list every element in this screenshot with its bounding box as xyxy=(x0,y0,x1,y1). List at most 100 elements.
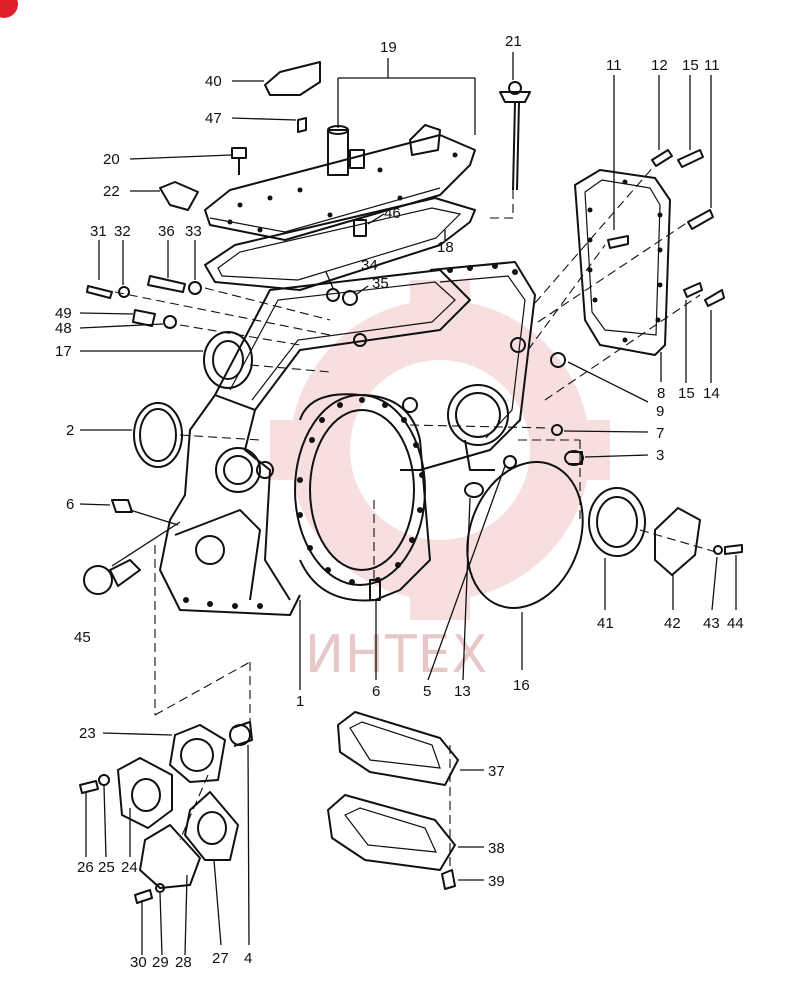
label-22: 22 xyxy=(103,183,120,200)
breather-47 xyxy=(297,117,307,133)
label-14: 14 xyxy=(703,385,720,402)
label-38: 38 xyxy=(488,840,505,857)
label-11-a: 11 xyxy=(606,57,622,74)
shaft-45 xyxy=(83,559,141,595)
label-15-a: 15 xyxy=(682,57,699,74)
bolt-11-right xyxy=(687,209,714,230)
label-8: 8 xyxy=(657,385,665,402)
label-47: 47 xyxy=(205,110,222,127)
label-43: 43 xyxy=(703,615,720,632)
label-16: 16 xyxy=(513,677,530,694)
plate-37 xyxy=(337,711,459,786)
label-3: 3 xyxy=(656,447,664,464)
washer-48 xyxy=(163,315,177,329)
label-46: 46 xyxy=(384,205,401,222)
gasket-27 xyxy=(184,791,239,861)
label-2: 2 xyxy=(66,422,74,439)
label-15-b: 15 xyxy=(678,385,695,402)
washer-25 xyxy=(98,774,110,786)
label-27: 27 xyxy=(212,950,229,967)
plate-38 xyxy=(327,794,456,871)
gasket-17 xyxy=(203,331,253,389)
bolt-11-left xyxy=(607,235,629,249)
label-6-left: 6 xyxy=(66,496,74,513)
label-9: 9 xyxy=(656,403,664,420)
bolt-12 xyxy=(651,149,673,167)
label-1: 1 xyxy=(296,693,304,710)
label-23: 23 xyxy=(79,725,96,742)
seal-2 xyxy=(133,402,183,468)
label-26: 26 xyxy=(77,859,94,876)
label-35: 35 xyxy=(372,275,389,292)
washer-43 xyxy=(713,545,723,555)
label-29: 29 xyxy=(152,954,169,971)
label-34: 34 xyxy=(361,257,378,274)
o-ring-16 xyxy=(466,461,584,609)
label-21: 21 xyxy=(505,33,522,50)
label-31: 31 xyxy=(90,223,107,240)
bushing-3 xyxy=(564,450,584,466)
bracket-22 xyxy=(159,181,199,211)
nut-35 xyxy=(342,290,358,306)
label-19: 19 xyxy=(380,39,397,56)
bolt-15-bottom xyxy=(683,282,703,298)
bushing-4 xyxy=(229,721,253,747)
label-40: 40 xyxy=(205,73,222,90)
plug-7 xyxy=(551,424,563,436)
label-44: 44 xyxy=(727,615,744,632)
rear-cover-8 xyxy=(574,169,671,356)
label-49: 49 xyxy=(55,305,72,322)
label-7: 7 xyxy=(656,425,664,442)
gasket-41 xyxy=(588,487,646,557)
gasket-23 xyxy=(169,724,226,783)
cover-42 xyxy=(654,507,701,576)
cover-28 xyxy=(139,824,201,889)
bolt-31 xyxy=(86,285,113,299)
label-36: 36 xyxy=(158,223,175,240)
bolt-20 xyxy=(231,147,247,175)
label-32: 32 xyxy=(114,223,131,240)
bolt-26 xyxy=(79,780,99,794)
plug-9 xyxy=(550,352,566,368)
label-13: 13 xyxy=(454,683,471,700)
washer-29 xyxy=(155,883,165,893)
cover-24 xyxy=(117,757,173,829)
label-4: 4 xyxy=(244,950,252,967)
main-housing xyxy=(159,261,536,616)
label-20: 20 xyxy=(103,151,120,168)
corner-badge xyxy=(0,0,18,18)
nut-34 xyxy=(326,288,340,302)
washer-33 xyxy=(188,281,202,295)
bolt-30 xyxy=(134,889,153,904)
bolt-36 xyxy=(147,275,186,293)
bracket-40 xyxy=(264,61,321,96)
watermark-logo xyxy=(270,280,610,620)
label-33: 33 xyxy=(185,223,202,240)
leader-lines xyxy=(79,52,737,956)
bolt-39 xyxy=(441,869,456,890)
bolt-44 xyxy=(724,544,743,555)
label-6-bottom: 6 xyxy=(372,683,380,700)
fitting-49 xyxy=(132,309,156,327)
label-42: 42 xyxy=(664,615,681,632)
washer-32 xyxy=(118,286,130,298)
label-24: 24 xyxy=(121,859,138,876)
label-37: 37 xyxy=(488,763,505,780)
label-28: 28 xyxy=(175,954,192,971)
label-30: 30 xyxy=(130,954,147,971)
bolt-14 xyxy=(704,289,725,307)
sleeve-46 xyxy=(353,219,367,237)
pin-5 xyxy=(503,455,517,469)
label-18: 18 xyxy=(437,239,454,256)
top-cover xyxy=(204,124,476,241)
plug-6-left xyxy=(111,499,133,513)
label-25: 25 xyxy=(98,859,115,876)
label-39: 39 xyxy=(488,873,505,890)
label-41: 41 xyxy=(597,615,614,632)
part-labels: 19 21 40 47 11 12 15 11 20 22 46 31 32 3… xyxy=(55,33,744,971)
sleeve-13 xyxy=(464,482,484,498)
label-12: 12 xyxy=(651,57,668,74)
label-5: 5 xyxy=(423,683,431,700)
bolt-15-top xyxy=(677,149,704,168)
